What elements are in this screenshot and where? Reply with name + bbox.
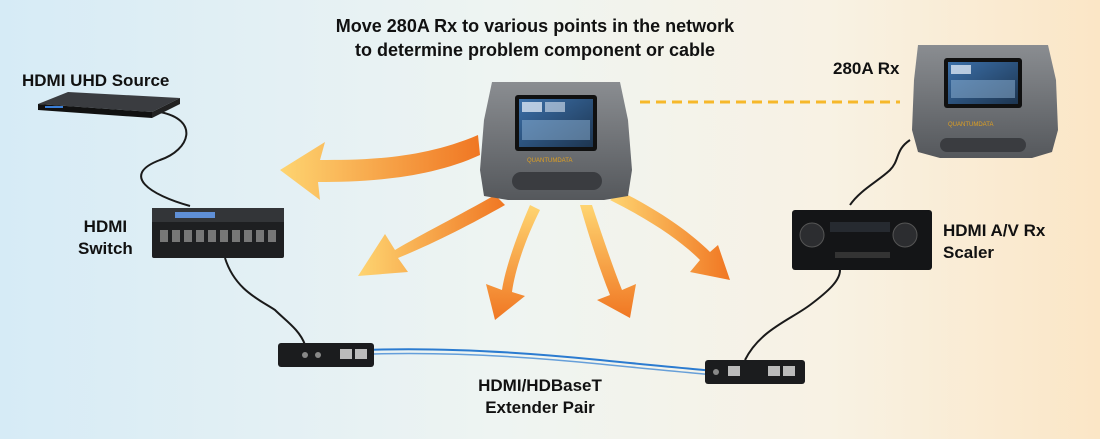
label-280a-rx: 280A Rx (833, 59, 900, 78)
av-receiver-device (792, 210, 932, 270)
title-line-2: to determine problem component or cable (354, 40, 716, 60)
cable-extender-to-avrx (744, 269, 841, 361)
hdbaset-cable (329, 348, 731, 373)
rx-analyzer-device: QUANTUMDATA (912, 45, 1058, 158)
center-analyzer-device: QUANTUMDATA (480, 82, 632, 200)
title-line-1: Move 280A Rx to various points in the ne… (335, 16, 735, 36)
move-arrows (280, 135, 730, 320)
arrow-to-right-extender (580, 205, 636, 318)
label-extender-pair: HDMI/HDBaseT Extender Pair (478, 376, 602, 417)
arrow-to-avrx (610, 192, 730, 280)
label-hdmi-av-rx-scaler: HDMI A/V Rx Scaler (943, 221, 1046, 262)
left-extender-device (278, 343, 374, 367)
hdmi-switch-device (152, 208, 284, 258)
arrow-to-left-extender (486, 205, 540, 320)
svg-text:QUANTUMDATA: QUANTUMDATA (948, 122, 993, 128)
cable-switch-to-extender (224, 257, 306, 346)
label-hdmi-uhd-source: HDMI UHD Source (22, 71, 170, 90)
cable-source-to-switch (140, 111, 191, 207)
right-extender-device (705, 360, 805, 384)
arrow-to-switch (358, 195, 505, 276)
cables (140, 111, 911, 361)
svg-text:QUANTUMDATA: QUANTUMDATA (527, 158, 572, 164)
cable-avrx-to-rx (849, 139, 911, 206)
hdmi-uhd-source-device (38, 92, 180, 118)
arrow-to-source (280, 135, 480, 200)
diagram-title: Move 280A Rx to various points in the ne… (310, 14, 760, 62)
label-hdmi-switch: HDMI Switch (78, 217, 133, 258)
